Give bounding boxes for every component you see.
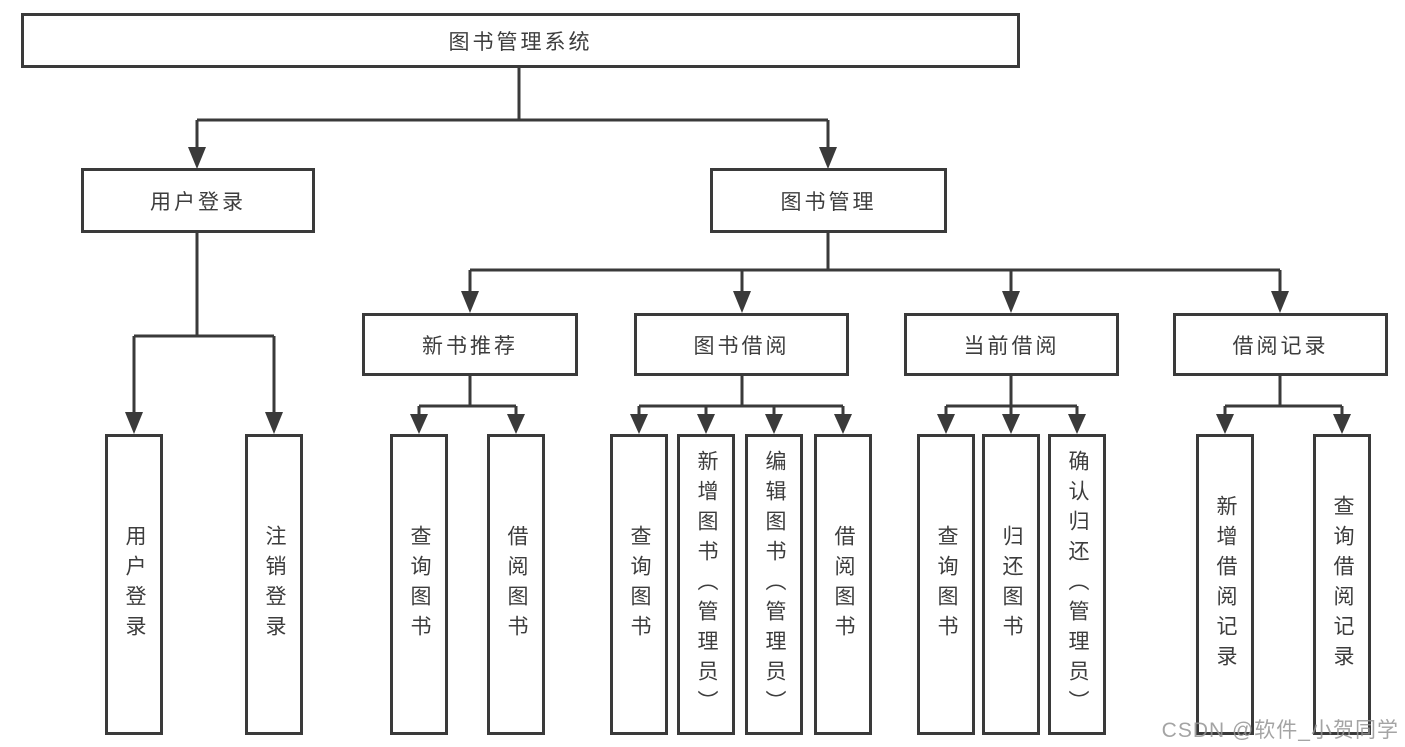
node-current-borrow: 当前借阅 <box>904 313 1119 376</box>
node-new-book-recommend: 新书推荐 <box>362 313 578 376</box>
connector-current-borrow-to-leaves <box>937 376 1086 434</box>
node-book-borrow: 图书借阅 <box>634 313 849 376</box>
node-user-login: 用户登录 <box>81 168 315 233</box>
connector-book-borrow-to-leaves <box>630 376 852 434</box>
leaf-query-borrow-record: 查询借阅记录 <box>1313 434 1371 735</box>
leaf-logout: 注销登录 <box>245 434 303 735</box>
connector-book-management-to-level3 <box>461 233 1289 313</box>
leaf-confirm-return-admin: 确认归还（管理员） <box>1048 434 1106 735</box>
connector-root-to-level2 <box>188 68 837 169</box>
leaf-query-books-borrow: 查询图书 <box>610 434 668 735</box>
connector-borrow-records-to-leaves <box>1216 376 1351 434</box>
leaf-query-books-newrec: 查询图书 <box>390 434 448 735</box>
leaf-query-books-current: 查询图书 <box>917 434 975 735</box>
node-borrow-records: 借阅记录 <box>1173 313 1388 376</box>
leaf-borrow-books: 借阅图书 <box>814 434 872 735</box>
csdn-watermark: CSDN @软件_小贺同学 <box>1161 719 1399 742</box>
node-system-root: 图书管理系统 <box>21 13 1020 68</box>
leaf-return-books: 归还图书 <box>982 434 1040 735</box>
connector-user-login-to-leaves <box>125 233 283 434</box>
leaf-borrow-books-newrec: 借阅图书 <box>487 434 545 735</box>
leaf-add-borrow-record: 新增借阅记录 <box>1196 434 1254 735</box>
node-book-management: 图书管理 <box>710 168 947 233</box>
leaf-edit-books-admin: 编辑图书（管理员） <box>745 434 803 735</box>
leaf-add-books-admin: 新增图书（管理员） <box>677 434 735 735</box>
connector-new-book-recommend-to-leaves <box>410 376 525 434</box>
leaf-user-login: 用户登录 <box>105 434 163 735</box>
